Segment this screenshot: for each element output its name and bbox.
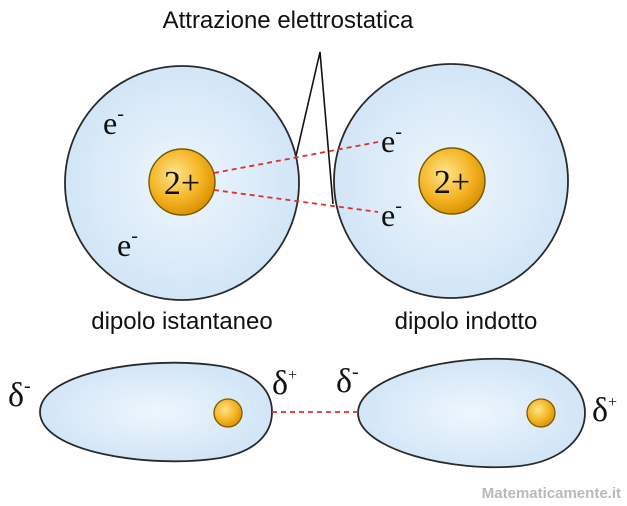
delta-plus-left: δ+ (272, 365, 297, 402)
delta-minus-left: δ- (8, 375, 31, 414)
label-dipolo-indotto: dipolo indotto (395, 308, 538, 335)
dipole-nucleus-left (214, 399, 242, 427)
title-pointer (296, 52, 333, 204)
atom-right: 2+ e- e- (334, 64, 568, 298)
atom-left: 2+ e- e- (65, 66, 299, 300)
nucleus-charge-right: 2+ (434, 164, 470, 201)
dipole-nucleus-right (527, 399, 555, 427)
dipole-left: δ- δ+ (8, 363, 297, 462)
dipole-right: δ- δ+ (336, 359, 617, 468)
watermark: Matematicamente.it (482, 485, 621, 502)
label-dipolo-istantaneo: dipolo istantaneo (91, 308, 272, 335)
delta-plus-right: δ+ (592, 392, 617, 429)
nucleus-charge-left: 2+ (164, 165, 200, 202)
delta-minus-right: δ- (336, 361, 359, 400)
title: Attrazione elettrostatica (163, 7, 414, 34)
